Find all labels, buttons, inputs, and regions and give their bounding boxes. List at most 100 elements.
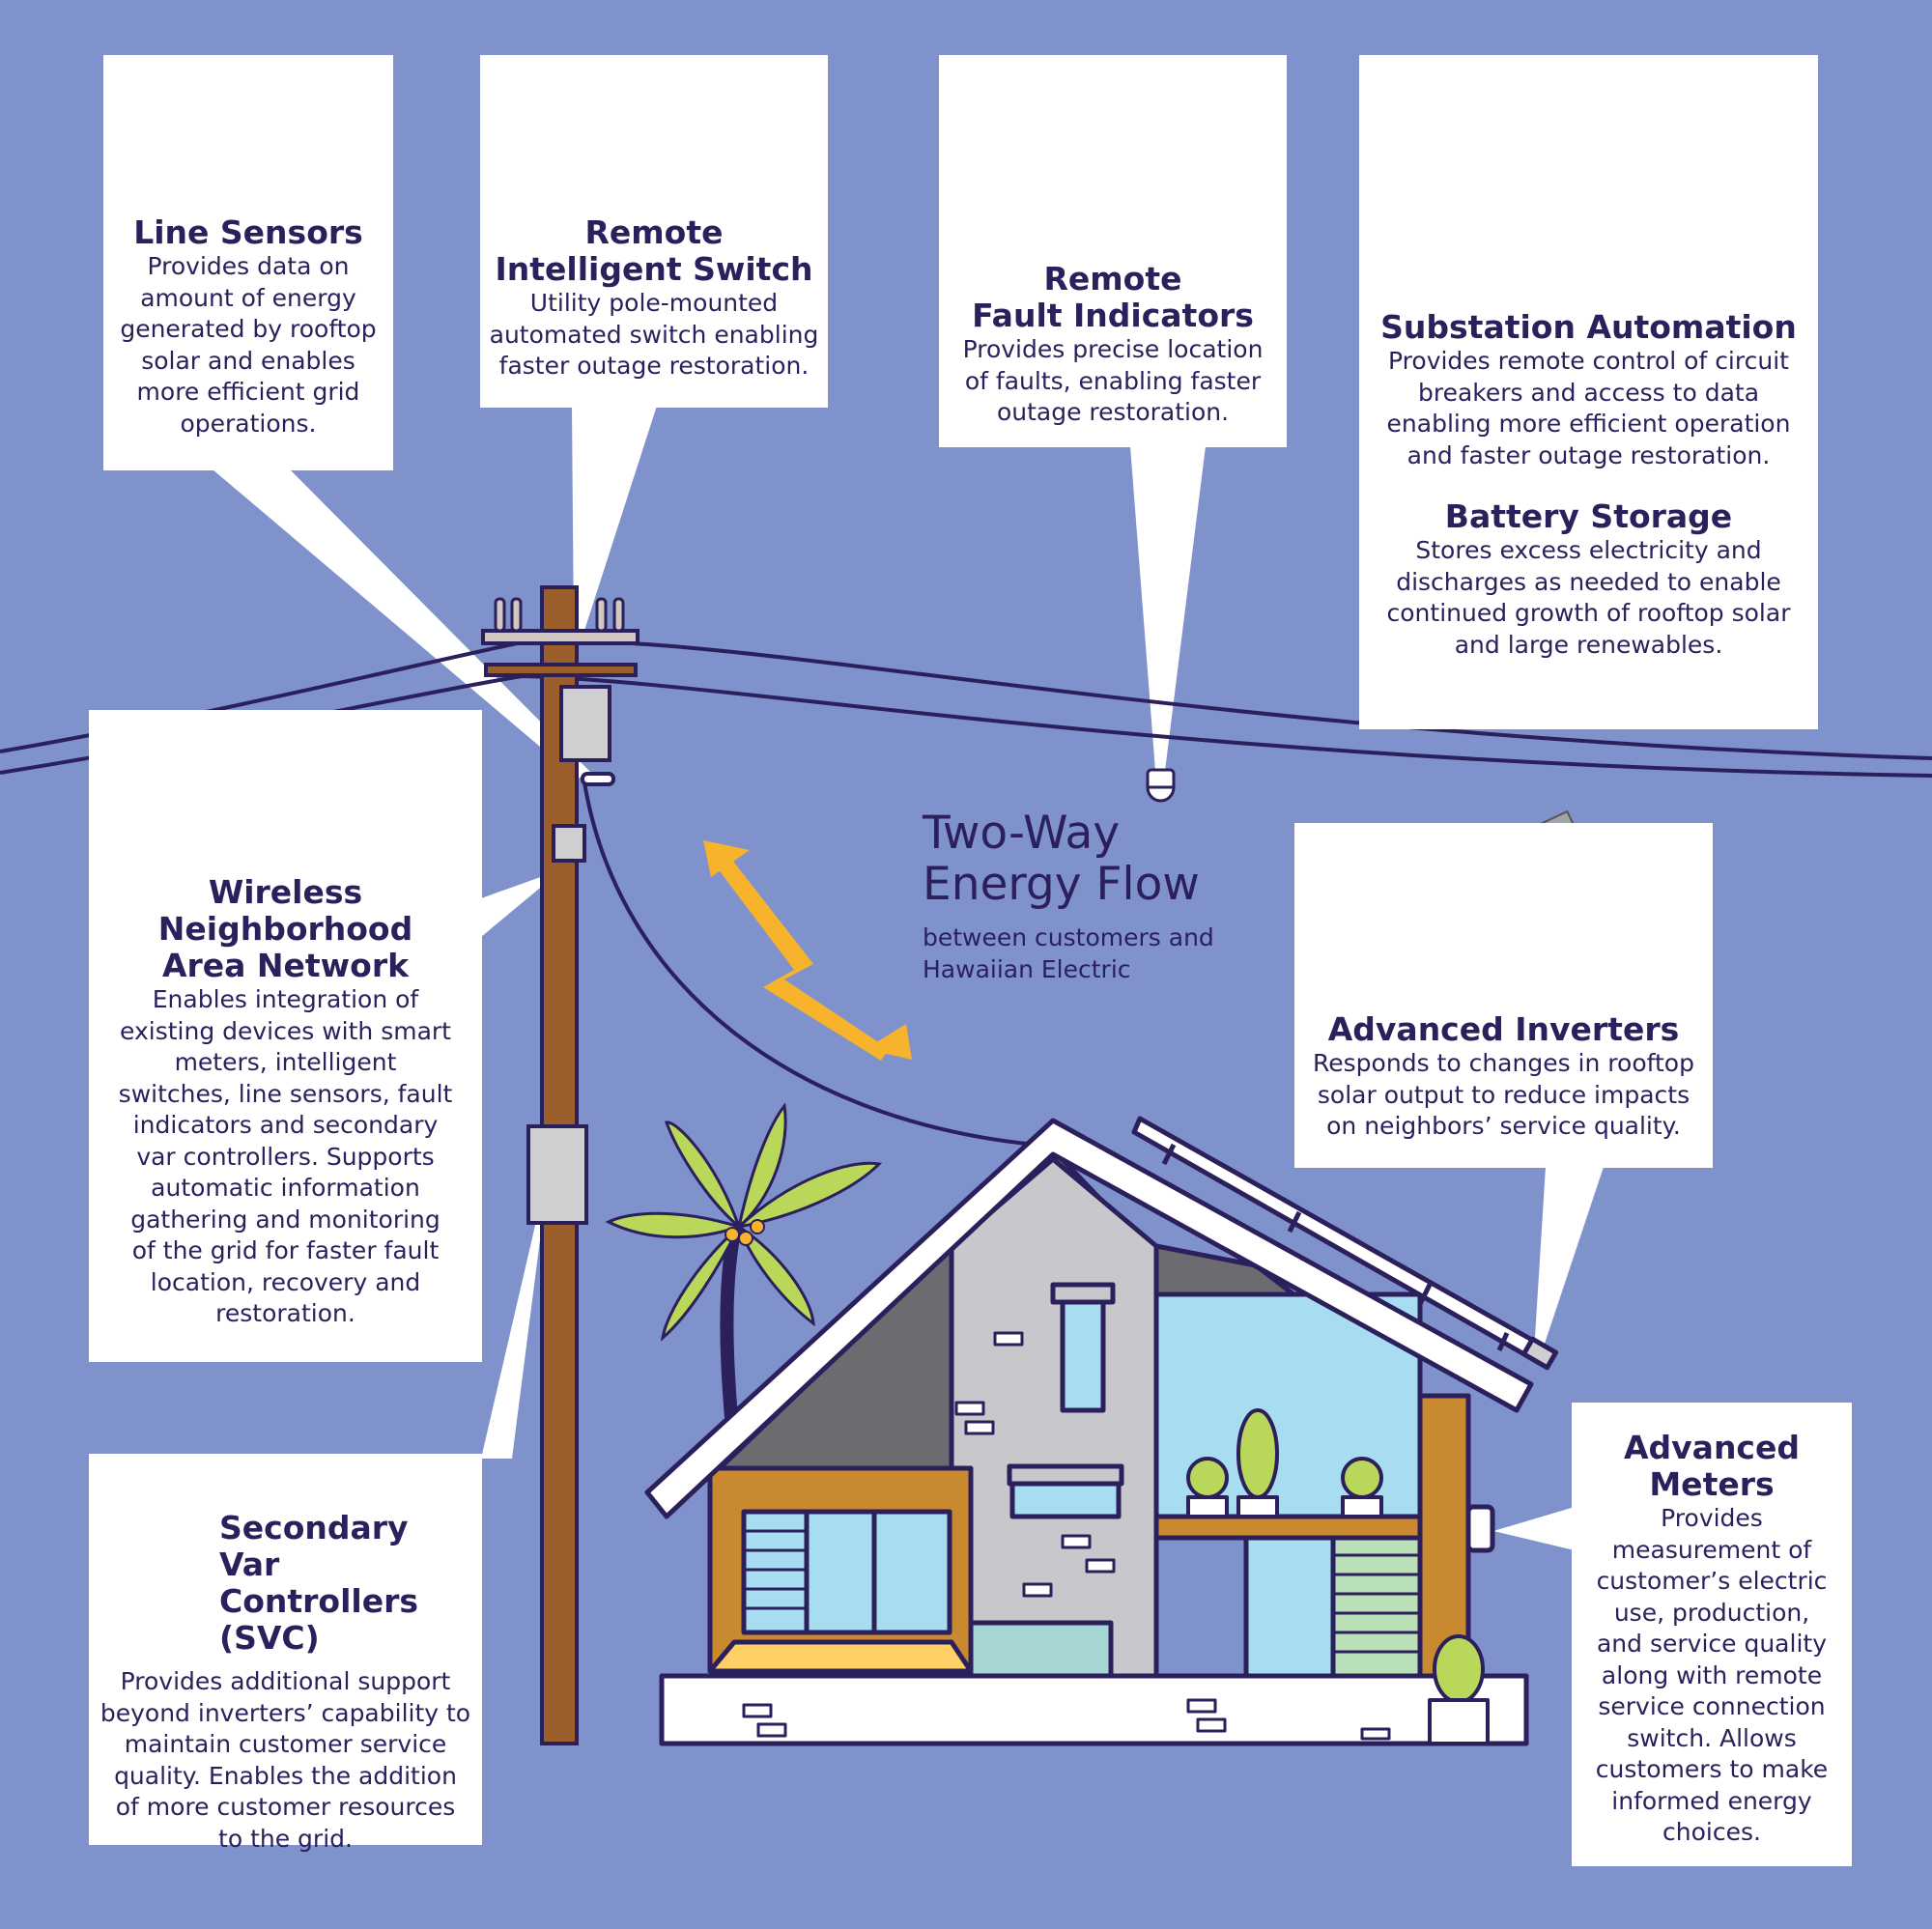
two-way-subtitle-line: Hawaiian Electric [923,955,1131,983]
substation-body-line: enabling more efficient operation [1386,410,1791,438]
remote-switch-body-line: Utility pole-mounted [529,289,779,317]
meters-body-line: switch. Allows [1627,1723,1797,1752]
wireless-body-line: indicators and secondary [132,1111,439,1139]
palm-frond [660,1225,741,1342]
substation-body-line: Provides remote control of circuit [1388,347,1789,375]
pole-line-sensor [581,772,615,786]
line-sensors-title: Line Sensors [133,213,363,251]
house [644,1116,1559,1746]
pole-switch-box [559,685,611,762]
wireless-body-line: of the grid for faster fault [131,1236,440,1264]
line-fault-indicator [1146,768,1176,803]
line-sensors-body-line: Provides data on [147,252,350,280]
meters-title-line: Meters [1649,1465,1775,1503]
battery-body-line: and large renewables. [1454,630,1723,659]
meters-title-line: Advanced [1624,1429,1800,1466]
line-sensors-body-line: operations. [180,409,317,438]
inverters-body-line: on neighbors’ service quality. [1326,1112,1681,1140]
utility-pole [481,585,639,1745]
svc-body-line: Provides additional support [120,1667,451,1695]
house-right-post [1417,1393,1471,1679]
svc-title-line: Secondary [219,1509,409,1546]
meters-body-line: choices. [1662,1818,1761,1846]
coconut [750,1219,765,1234]
service-drop [582,781,1037,1147]
two-way-title-line: Energy Flow [923,858,1200,911]
meters-body-line: informed energy [1611,1786,1812,1815]
arrow-head-up [703,840,750,877]
callout-wireless-network: Wireless Neighborhood Area Network Enabl… [89,710,482,1362]
palm-tree [605,1102,883,1450]
pointer-meters [1493,1507,1575,1550]
svc-body-line: to the grid. [218,1824,353,1853]
svc-body-line: quality. Enables the addition [114,1761,457,1790]
house-roof [644,1118,1534,1519]
fault-indicators-body-line: Provides precise location [962,335,1264,363]
palm-frond [605,1211,744,1239]
svc-title-line: (SVC) [219,1619,320,1657]
meters-body-line: and service quality [1596,1630,1827,1658]
palm-frond [665,1121,743,1232]
pole-crossarm-top [481,629,639,645]
coconut [724,1227,740,1242]
insulator [494,597,506,633]
remote-switch-body-line: automated switch enabling [489,320,819,349]
two-way-title-line: Two-Way [923,807,1121,860]
line-sensors-body-line: more efficient grid [136,378,360,406]
inverters-body-line: solar output to reduce impacts [1317,1080,1690,1109]
callout-fault-indicators: Remote Fault Indicators Provides precise… [939,55,1287,447]
wireless-body-line: restoration. [215,1299,355,1327]
battery-body-line: discharges as needed to enable [1396,567,1781,596]
battery-title: Battery Storage [1444,497,1733,535]
two-way-subtitle: between customers and Hawaiian Electric [923,922,1270,985]
battery-body-line: Stores excess electricity and [1415,536,1762,564]
house-foundation [659,1673,1529,1746]
wireless-body-line: switches, line sensors, fault [118,1079,453,1108]
callout-substation-battery: Substation Automation Provides remote co… [1359,55,1818,729]
meters-body-line: along with remote [1601,1660,1823,1689]
pointer-remote-switch [572,406,657,639]
meters-body-line: customer’s electric [1596,1567,1828,1595]
callout-svc: Secondary Var Controllers (SVC) Provides… [89,1454,482,1853]
house-upper-window-cap [1050,1282,1116,1305]
remote-switch-title-line: Remote [584,213,724,251]
callout-remote-switch: Remote Intelligent Switch Utility pole-m… [480,55,828,408]
fault-indicators-body-line: outage restoration. [996,398,1230,426]
inverters-body-line: Responds to changes in rooftop [1313,1049,1694,1077]
meters-body-line: service connection [1598,1692,1826,1720]
house-left-window [804,1509,952,1635]
meters-body-line: measurement of [1611,1535,1812,1564]
wireless-body-line: automatic information [151,1174,420,1202]
pole-crossarm-bottom [484,663,638,677]
substation-body-line: and faster outage restoration. [1406,440,1771,469]
arrow-head-down [866,1024,912,1060]
wireless-body-line: Enables integration of [152,985,419,1013]
line-sensors-body-line: amount of energy [140,283,356,312]
wireless-body-line: meters, intelligent [174,1048,397,1076]
pole-radio-box [552,824,586,863]
svc-title: Secondary Var Controllers (SVC) [219,1510,482,1657]
line-sensors-body-line: generated by rooftop [120,315,377,343]
insulator [595,597,608,633]
callout-line-sensors: Line Sensors Provides data on amount of … [103,55,393,470]
callout-advanced-inverters: Advanced Inverters Responds to changes i… [1294,823,1713,1168]
house-bricks [742,1331,1391,1741]
wireless-title-line: Area Network [161,947,410,984]
pointer-svc [481,1217,543,1459]
svc-title-line: Var Controllers [219,1546,419,1620]
house-left-ledge [707,1639,974,1674]
line-sensors-body-line: solar and enables [141,346,355,375]
palm-frond [736,1102,787,1232]
house-deck-beam [1153,1514,1423,1541]
coconut [738,1231,753,1246]
house-teal-panel [968,1620,1114,1679]
svc-body-line: of more customer resources [115,1793,456,1821]
meters-body-line: Provides [1661,1504,1763,1532]
insulator [612,597,625,633]
pointer-inverters [1534,1167,1604,1352]
remote-switch-title-line: Intelligent Switch [495,250,813,288]
palm-frond [735,1223,815,1327]
wireless-body-line: existing devices with smart [120,1016,451,1045]
palm-frond [734,1161,883,1230]
solar-panel [1131,1116,1559,1371]
